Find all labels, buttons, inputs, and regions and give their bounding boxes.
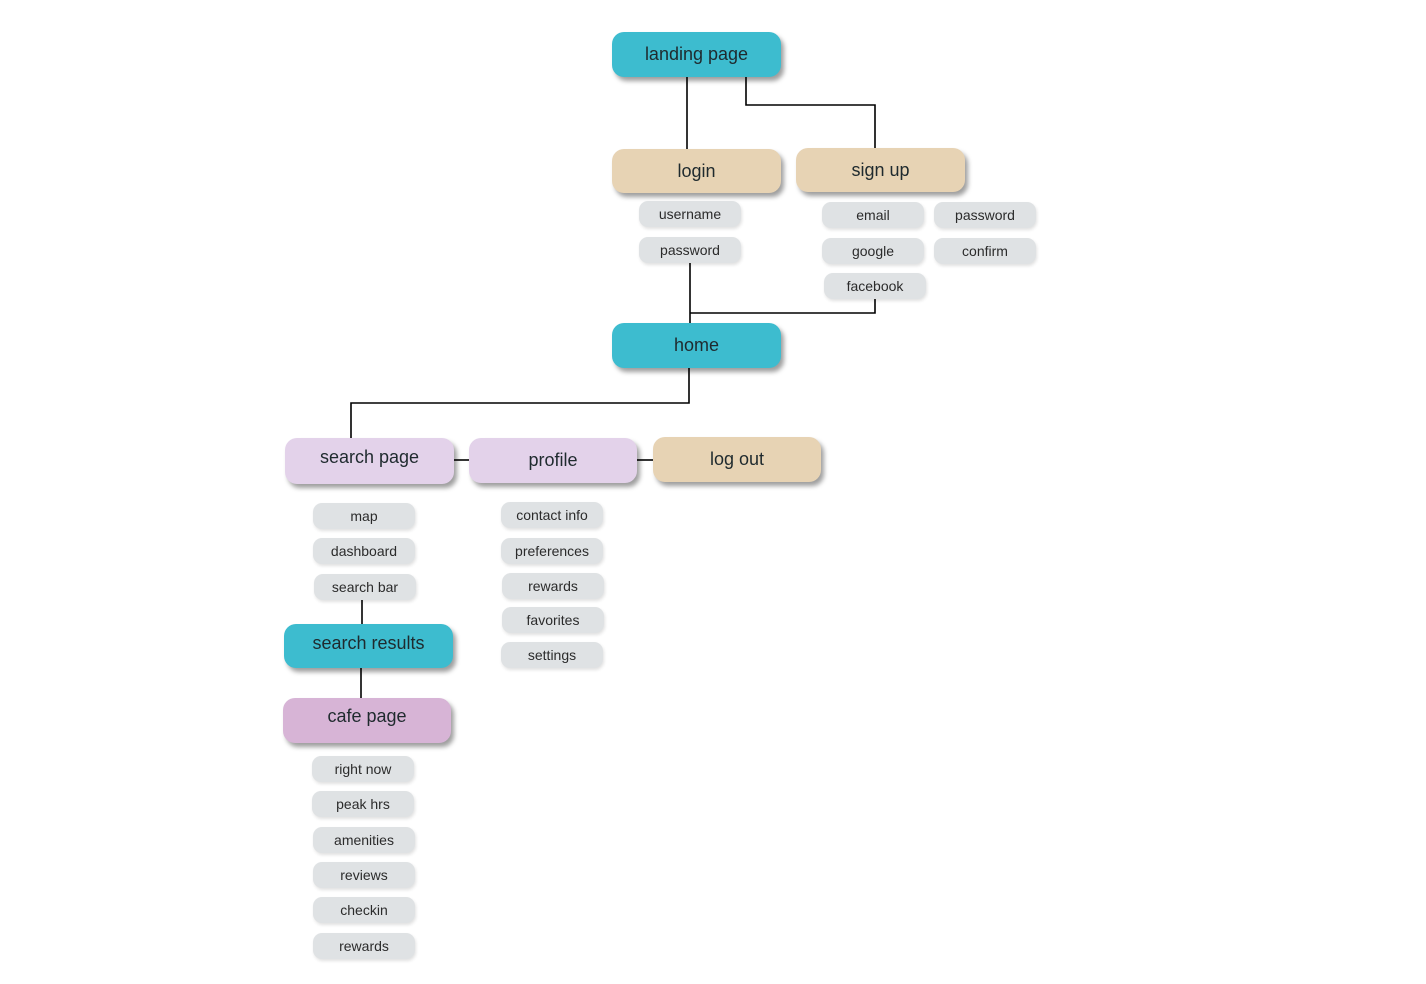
signup-field: confirm [934,238,1036,264]
sign-up-node[interactable]: sign up [796,148,965,192]
profile-item: settings [501,642,603,668]
profile-item: preferences [501,538,603,564]
signup-field: google [822,238,924,264]
cafe-page-item: checkin [313,897,415,923]
profile-item: contact info [501,502,603,528]
connector-signup-home [690,299,876,314]
cafe-page-item: rewards [313,933,415,959]
cafe-page-item: amenities [313,827,415,853]
home-node[interactable]: home [612,323,781,368]
signup-field: password [934,202,1036,228]
search-page-node[interactable]: search page [285,438,454,484]
cafe-page-item: peak hrs [312,791,414,817]
landing-page-node[interactable]: landing page [612,32,781,77]
cafe-page-node[interactable]: cafe page [283,698,451,743]
cafe-page-item: reviews [313,862,415,888]
search-page-item: dashboard [313,538,415,564]
cafe-page-item: right now [312,756,414,782]
profile-item: favorites [502,607,604,633]
connector-landing-signup [745,77,876,149]
profile-item: rewards [502,573,604,599]
log-out-node[interactable]: log out [653,437,821,482]
login-field: username [639,201,741,227]
search-page-item: map [313,503,415,529]
profile-node[interactable]: profile [469,438,637,483]
signup-field: facebook [824,273,926,299]
login-field: password [639,237,741,263]
signup-field: email [822,202,924,228]
search-results-node[interactable]: search results [284,624,453,668]
login-node[interactable]: login [612,149,781,193]
search-page-item: search bar [314,574,416,600]
connector-home-search [350,368,690,438]
